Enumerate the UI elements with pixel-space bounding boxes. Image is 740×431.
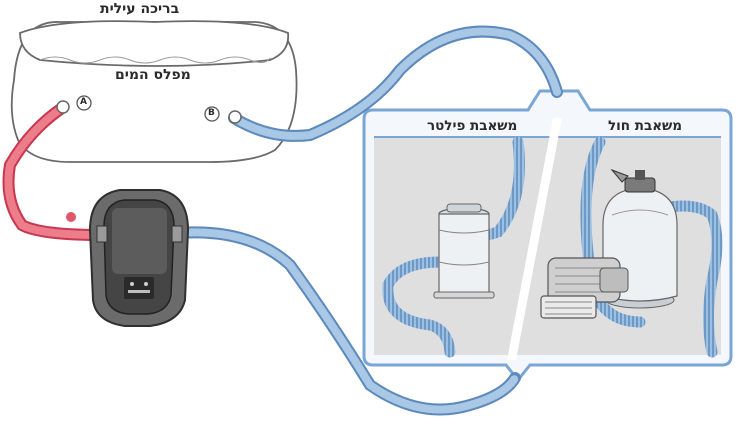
port-b-label: B (208, 108, 215, 118)
filter-pump-label: משאבת פילטר (427, 118, 518, 134)
port-a-icon (56, 95, 92, 114)
indicator-dot (66, 212, 76, 222)
above-ground-pool (10, 20, 298, 163)
device-control-panel (124, 277, 154, 299)
pool-title: בריכה עילית (100, 1, 180, 17)
water-line (39, 56, 271, 64)
sand-pump-illustration (540, 136, 723, 358)
water-level-label: מפלס המים (115, 67, 191, 83)
port-b-icon (204, 106, 242, 124)
sand-pump-label: משאבת חול (608, 118, 683, 134)
central-device (88, 189, 190, 327)
filter-pump-illustration (382, 136, 525, 358)
device-lid (112, 208, 167, 274)
panel-divider (507, 118, 562, 360)
port-a-label: A (80, 97, 87, 107)
